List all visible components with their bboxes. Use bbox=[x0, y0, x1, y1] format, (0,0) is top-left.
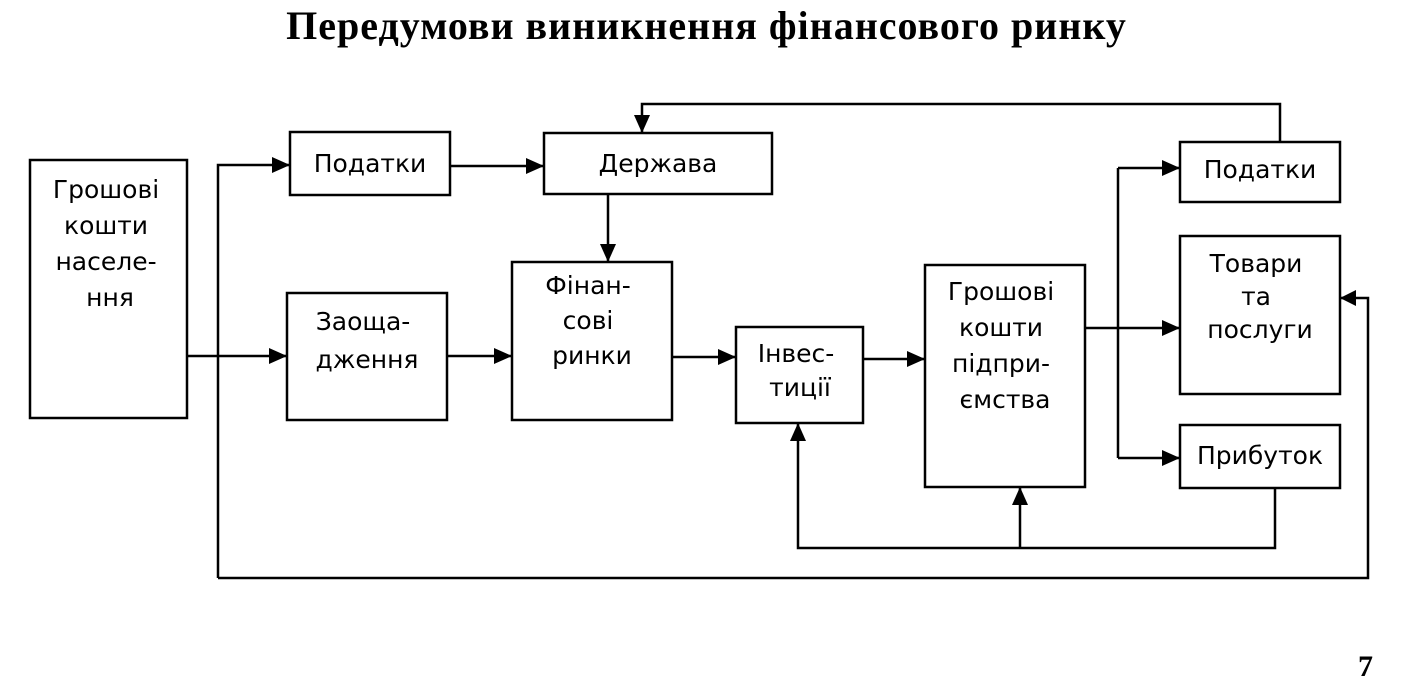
arrowheads bbox=[269, 115, 1356, 505]
label-taxes-left: Податки bbox=[314, 149, 427, 178]
box-savings bbox=[285, 291, 449, 422]
label-state: Держава bbox=[599, 149, 718, 178]
box-state bbox=[542, 131, 774, 196]
box-financial-markets bbox=[510, 260, 674, 422]
box-enterprise-funds bbox=[923, 263, 1087, 489]
box-taxes-right bbox=[1178, 140, 1342, 204]
label-profit: Прибуток bbox=[1197, 441, 1323, 470]
box-investments bbox=[734, 325, 865, 425]
box-goods-services bbox=[1178, 234, 1342, 396]
page-title: Передумови виникнення фінансового ринку bbox=[286, 3, 1127, 48]
label-enterprise-funds: Грошові кошти підпри- ємства bbox=[948, 277, 1062, 414]
label-taxes-right: Податки bbox=[1204, 155, 1317, 184]
label-investments: Інвес- тиції bbox=[758, 339, 843, 402]
box-profit bbox=[1178, 423, 1342, 490]
label-savings: Заоща- дження bbox=[316, 307, 419, 374]
box-taxes-left bbox=[288, 130, 452, 197]
label-goods-services: Товари та послуги bbox=[1207, 249, 1313, 344]
label-financial-markets: Фінан- сові ринки bbox=[545, 271, 638, 370]
box-household-funds bbox=[28, 158, 189, 420]
label-household-funds: Грошові кошти населе- ння bbox=[53, 175, 167, 312]
page-number: 7 bbox=[1358, 650, 1373, 683]
